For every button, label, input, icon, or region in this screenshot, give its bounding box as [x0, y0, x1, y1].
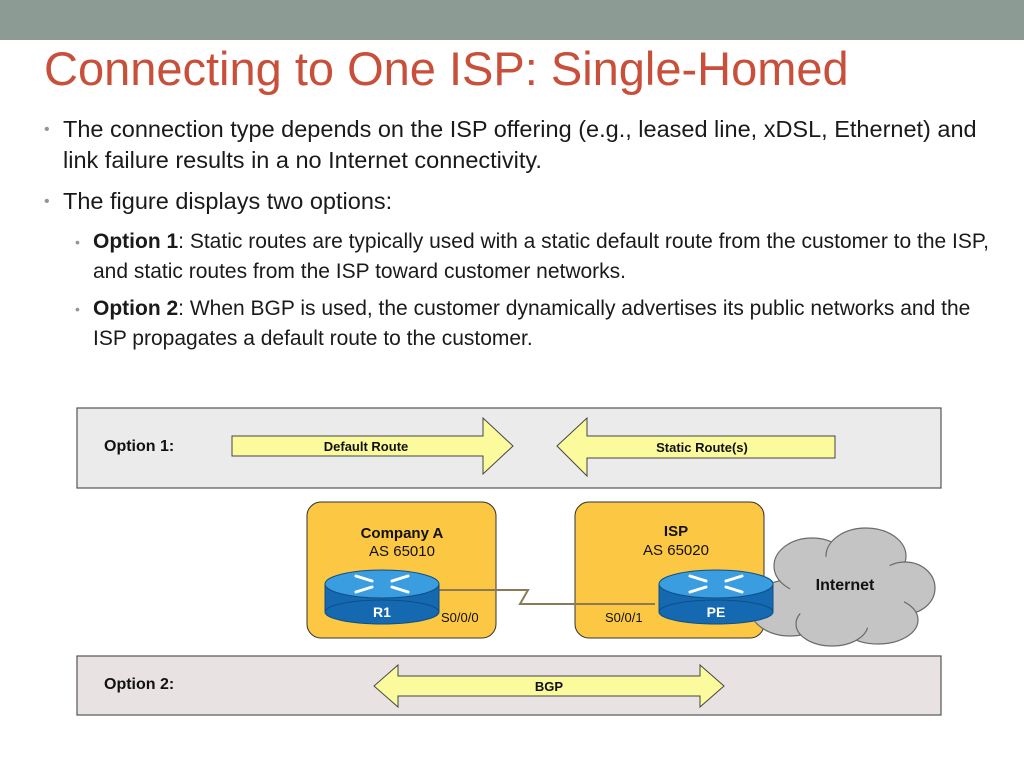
option-2-label: Option 2 — [93, 297, 179, 320]
top-accent-bar — [0, 0, 1024, 40]
router-r1-label: R1 — [373, 604, 391, 620]
bgp-arrow — [373, 663, 725, 709]
option-2-text: : When BGP is used, the customer dynamic… — [93, 297, 971, 350]
subbullet-option-2: Option 2: When BGP is used, the customer… — [75, 294, 1004, 354]
pe-interface-label: S0/0/1 — [605, 610, 643, 625]
subbullet-option-1: Option 1: Static routes are typically us… — [75, 227, 1004, 287]
isp-name: ISP — [664, 523, 688, 540]
company-a-as: AS 65010 — [369, 543, 435, 560]
router-r1-icon — [324, 569, 440, 625]
serial-link — [430, 589, 655, 605]
option-1-label: Option 1 — [93, 230, 179, 253]
internet-label: Internet — [816, 577, 875, 594]
bullet-list: The connection type depends on the ISP o… — [44, 114, 1004, 361]
company-a-name: Company A — [361, 525, 444, 542]
static-routes-arrow — [556, 416, 836, 478]
router-pe-label: PE — [707, 604, 726, 620]
default-route-label: Default Route — [324, 439, 409, 454]
isp-as: AS 65020 — [643, 542, 709, 559]
static-routes-label: Static Route(s) — [656, 440, 748, 455]
router-pe-icon — [658, 569, 774, 625]
r1-interface-label: S0/0/0 — [441, 610, 479, 625]
bullet-figure-options: The figure displays two options: — [44, 186, 1004, 217]
default-route-arrow — [231, 416, 514, 476]
option-1-panel-label: Option 1: — [104, 438, 174, 455]
option-1-text: : Static routes are typically used with … — [93, 230, 990, 283]
bgp-label: BGP — [535, 679, 564, 694]
option-2-panel-label: Option 2: — [104, 676, 174, 693]
slide-title: Connecting to One ISP: Single-Homed — [44, 42, 849, 95]
bullet-connection-type: The connection type depends on the ISP o… — [44, 114, 1004, 176]
